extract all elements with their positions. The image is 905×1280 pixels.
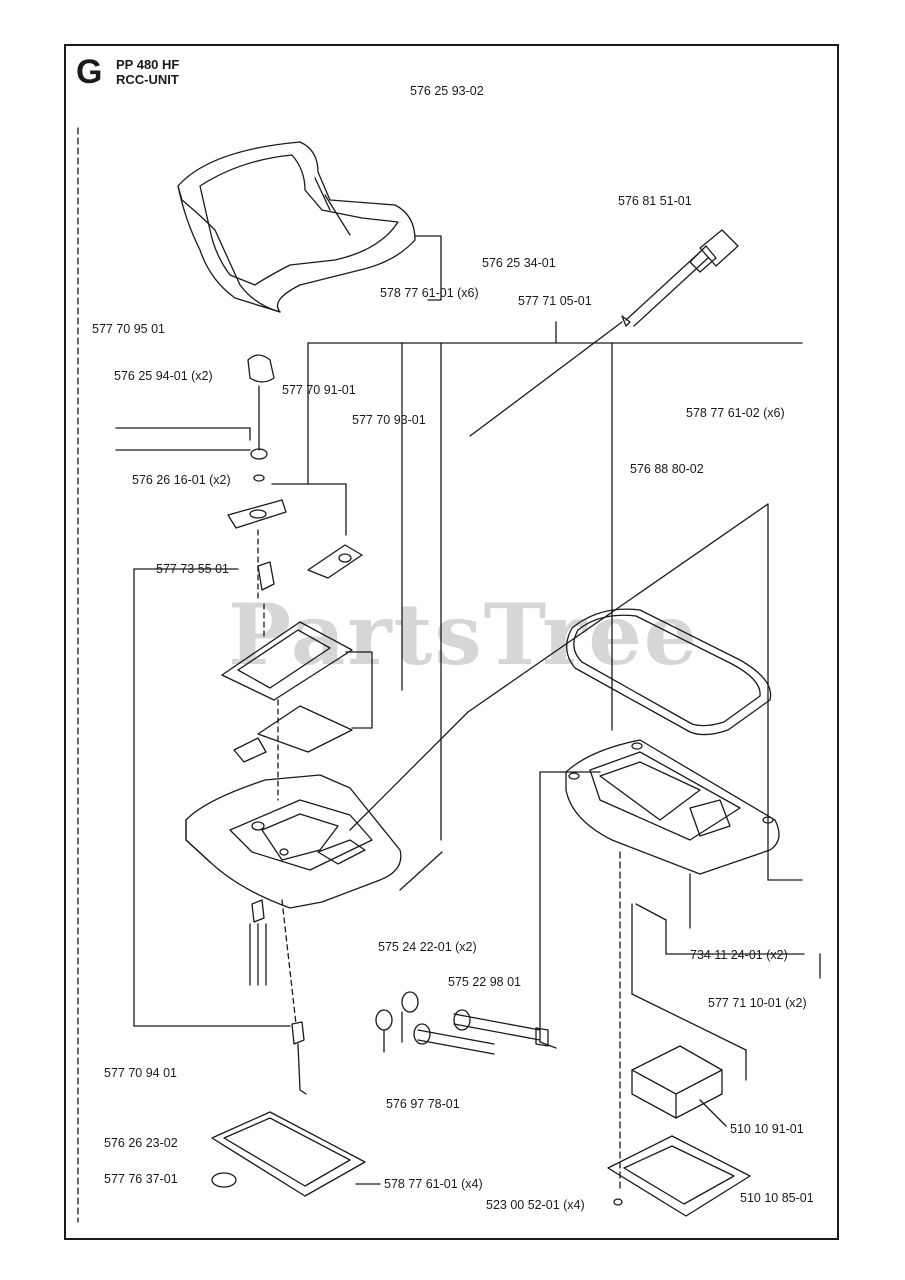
seal-parts — [227, 483, 363, 601]
part-label-577-73-55-01[interactable]: 577 73 55 01 — [156, 562, 229, 576]
module-box — [631, 1045, 727, 1127]
upper-housing-right — [539, 739, 780, 1191]
part-label-576-25-94-01[interactable]: 576 25 94-01 (x2) — [114, 369, 213, 383]
part-label-577-76-37-01[interactable]: 577 76 37-01 — [104, 1172, 178, 1186]
gasket-part — [467, 503, 803, 881]
part-label-577-70-93-01[interactable]: 577 70 93-01 — [352, 413, 426, 427]
knob-part — [247, 354, 275, 482]
diagram-frame — [64, 44, 839, 1240]
part-label-575-22-98-01[interactable]: 575 22 98 01 — [448, 975, 521, 989]
part-label-576-26-23-02[interactable]: 576 26 23-02 — [104, 1136, 178, 1150]
part-label-577-70-94-01[interactable]: 577 70 94 01 — [104, 1066, 177, 1080]
part-label-576-26-16-01[interactable]: 576 26 16-01 (x2) — [132, 473, 231, 487]
section-model: PP 480 HF — [116, 57, 180, 72]
top-cover — [177, 141, 416, 313]
part-label-577-71-10-01[interactable]: 577 71 10-01 (x2) — [708, 996, 807, 1010]
section-assembly: RCC-UNIT — [116, 72, 179, 87]
antenna-part — [621, 229, 739, 327]
part-label-578-77-61-01-x6[interactable]: 578 77 61-01 (x6) — [380, 286, 479, 300]
bottom-plate — [211, 1111, 381, 1197]
part-label-576-97-78-01[interactable]: 576 97 78-01 — [386, 1097, 460, 1111]
part-label-576-88-80-02[interactable]: 576 88 80-02 — [630, 462, 704, 476]
part-label-510-10-85-01[interactable]: 510 10 85-01 — [740, 1191, 814, 1205]
connector-part — [133, 561, 275, 1027]
lower-housing-left — [185, 711, 469, 909]
part-label-576-25-93-02[interactable]: 576 25 93-02 — [410, 84, 484, 98]
part-label-577-70-91-01[interactable]: 577 70 91-01 — [282, 383, 356, 397]
part-label-578-77-61-02[interactable]: 578 77 61-02 (x6) — [686, 406, 785, 420]
part-label-578-77-61-01-x4[interactable]: 578 77 61-01 (x4) — [384, 1177, 483, 1191]
display-stack — [221, 603, 373, 801]
section-letter: G — [76, 53, 103, 91]
bottom-cover-right — [607, 1135, 751, 1217]
cable-part-left — [249, 899, 297, 1025]
part-label-577-71-05-01[interactable]: 577 71 05-01 — [518, 294, 592, 308]
leader-lines-right — [631, 903, 747, 1081]
leader-lines-top — [115, 235, 803, 841]
part-label-734-11-24-01[interactable]: 734 11 24-01 (x2) — [690, 948, 788, 962]
part-label-510-10-91-01[interactable]: 510 10 91-01 — [730, 1122, 804, 1136]
part-label-576-25-34-01[interactable]: 576 25 34-01 — [482, 256, 556, 270]
cable-part-bottom — [133, 1021, 307, 1095]
part-label-577-70-95-01[interactable]: 577 70 95 01 — [92, 322, 165, 336]
part-label-523-00-52-01[interactable]: 523 00 52-01 (x4) — [486, 1198, 585, 1212]
fitting-parts — [375, 991, 557, 1055]
screw-part — [635, 903, 821, 979]
part-label-576-81-51-01[interactable]: 576 81 51-01 — [618, 194, 692, 208]
part-label-575-24-22-01[interactable]: 575 24 22-01 (x2) — [378, 940, 477, 954]
